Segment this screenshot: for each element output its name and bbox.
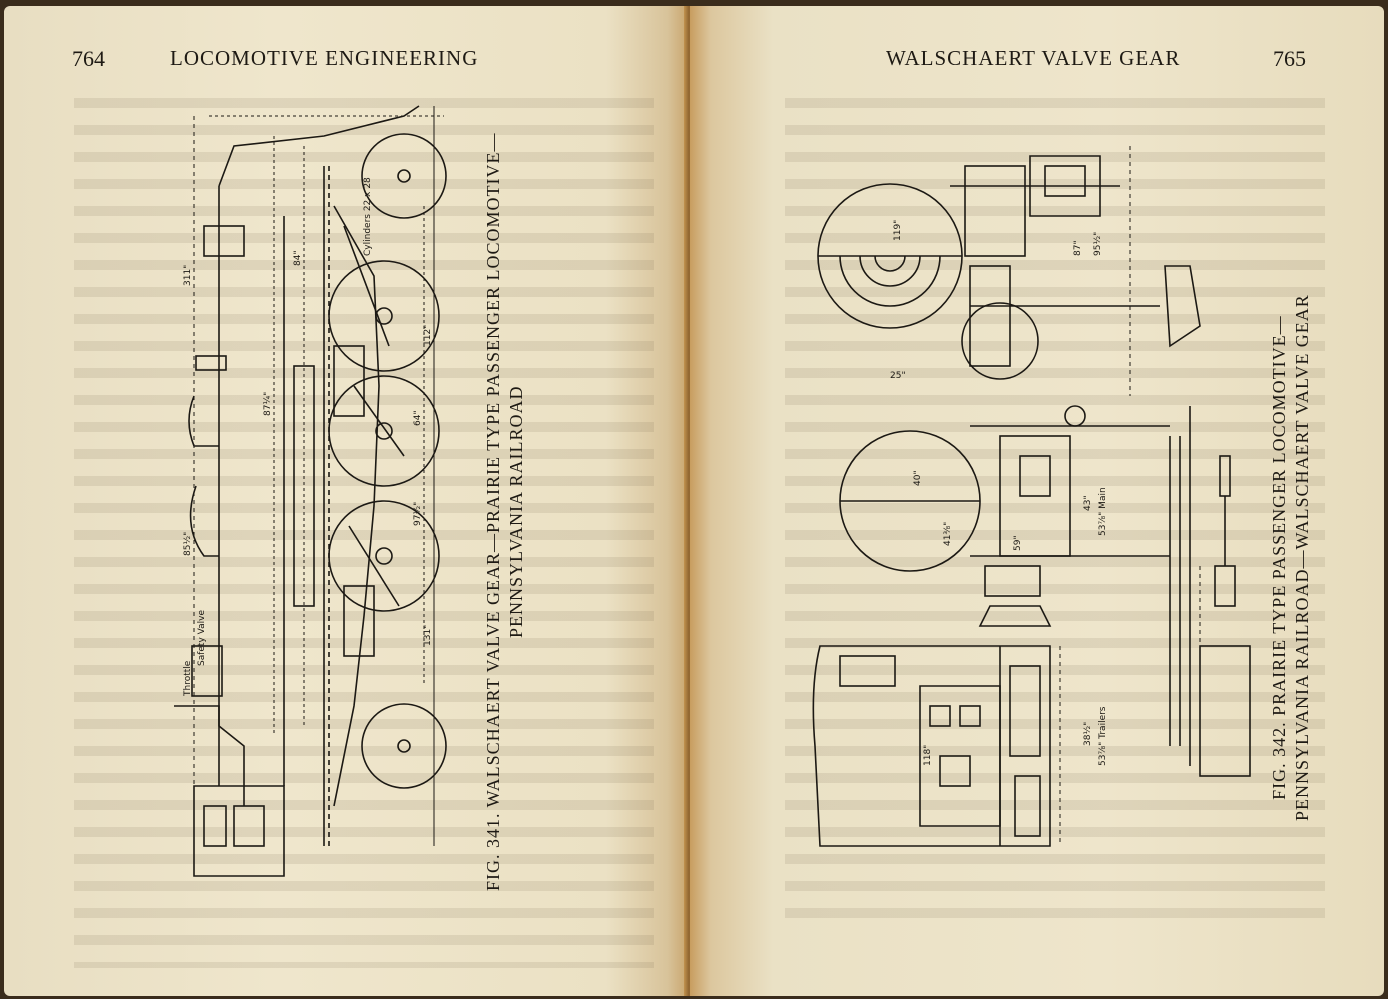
valve-gear-end-elevation-drawing: 119" 87" 95½" 25" 40" 43" 53⅞" Main 41⅜"…: [812, 146, 1251, 847]
figure-caption: FIG. 341. WALSCHAERT VALVE GEAR—PRAIRIE …: [482, 133, 528, 892]
running-head: WALSCHAERT VALVE GEAR: [886, 46, 1181, 70]
page-number: 765: [1273, 46, 1306, 71]
dim-label: 95½": [1093, 232, 1103, 256]
dim-label: 131": [423, 625, 433, 646]
book-gutter: [684, 6, 694, 996]
running-head: LOCOMOTIVE ENGINEERING: [170, 46, 479, 70]
dim-label: 84": [293, 250, 303, 266]
figure-caption: FIG. 342. PRAIRIE TYPE PASSENGER LOCOMOT…: [1268, 294, 1314, 821]
dim-label: 87": [1073, 240, 1083, 256]
dim-label: 53⅞" Main: [1098, 487, 1108, 536]
dim-label: Cylinders 22 x 28: [363, 177, 373, 256]
dim-label: 59": [1013, 535, 1023, 551]
locomotive-side-elevation-drawing: 311" 85½" 87¼" 84" 131" 112" 97½" 64" Th…: [174, 105, 447, 877]
dim-label: 41⅜": [943, 522, 953, 546]
dim-label: 40": [913, 470, 923, 486]
dim-label: 118": [923, 745, 933, 766]
page-number: 764: [72, 46, 105, 71]
dim-label: 25": [890, 371, 906, 381]
caption-line-2: PENNSYLVANIA RAILROAD: [506, 385, 526, 639]
dim-label: Safety Valve: [197, 610, 207, 666]
dim-label: 87¼": [263, 392, 273, 416]
dim-label: 53⅞" Trailers: [1098, 706, 1108, 766]
caption-line-1: FIG. 341. WALSCHAERT VALVE GEAR—PRAIRIE …: [483, 132, 503, 892]
caption-line-1: FIG. 342. PRAIRIE TYPE PASSENGER LOCOMOT…: [1269, 315, 1289, 800]
bleed-through-text: [74, 98, 654, 968]
left-page: 764 LOCOMOTIVE ENGINEERING: [4, 6, 688, 996]
dim-label: 97½": [413, 502, 423, 526]
dim-label: 85½": [183, 532, 193, 556]
dim-label: Throttle: [183, 660, 193, 697]
dim-label: 112": [423, 325, 433, 346]
right-page: WALSCHAERT VALVE GEAR 765: [690, 6, 1384, 996]
bleed-through-text: [785, 98, 1325, 918]
dim-label: 64": [413, 410, 423, 426]
dim-label: 43": [1083, 495, 1093, 511]
dim-label: 119": [893, 220, 903, 241]
dim-label: 38½": [1083, 722, 1093, 746]
caption-line-2: PENNSYLVANIA RAILROAD—WALSCHAERT VALVE G…: [1292, 294, 1312, 821]
dim-label: 311": [183, 265, 193, 286]
